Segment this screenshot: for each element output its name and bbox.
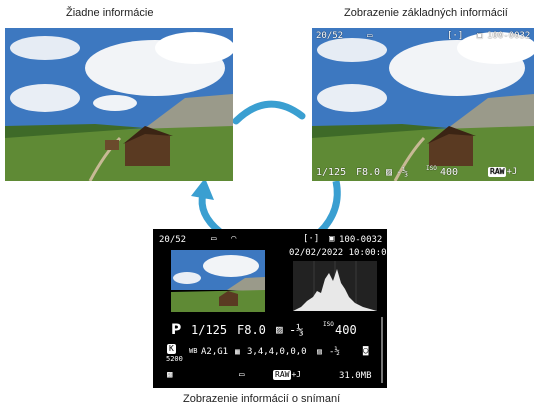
wb-shift-icon: WB bbox=[189, 347, 198, 355]
date-time: 02/02/2022 10:00:00 bbox=[289, 248, 392, 258]
frame-counter: 20/52 bbox=[159, 235, 187, 245]
aperture-value: F8.0 bbox=[356, 167, 381, 178]
color-temp: 5200 bbox=[166, 355, 183, 363]
shutter-speed: 1/125 bbox=[316, 167, 347, 178]
wifi-icon: ◠ bbox=[231, 234, 237, 244]
raw-jpeg-icon: RAW+J bbox=[273, 370, 302, 380]
arc-right-arrow bbox=[317, 180, 341, 235]
drive-icon: ▭ bbox=[239, 370, 245, 380]
iso-icon: ISO bbox=[426, 165, 437, 172]
wb-shift: A2,G1 bbox=[201, 347, 229, 357]
iso-value: 400 bbox=[440, 167, 459, 178]
wb-badge: K bbox=[167, 344, 176, 354]
flash-comp: -½ bbox=[329, 347, 340, 357]
picture-style: 3,4,4,0,0,0 bbox=[247, 347, 307, 357]
arc-top-arrow bbox=[232, 100, 306, 125]
file-size: 31.0MB bbox=[339, 371, 372, 381]
iso-icon: ISO bbox=[323, 321, 334, 328]
folder-file-number: 100-0032 bbox=[487, 31, 531, 41]
iso-value: 400 bbox=[335, 323, 357, 337]
shutter-speed: 1/125 bbox=[191, 323, 228, 337]
landscape-image bbox=[312, 28, 534, 181]
exposure-comp-value: -⅓ bbox=[289, 323, 304, 337]
landscape-image bbox=[5, 28, 233, 181]
photo-basic-info: 20/52 ▭ [·] ▣ 100-0032 1/125 F8.0 ▨ -⅓ I… bbox=[312, 28, 534, 181]
exposure-comp-icon: ▨ bbox=[386, 167, 393, 178]
exposure-comp-value: -⅓ bbox=[396, 167, 409, 178]
flash-comp-icon: ▨ bbox=[317, 347, 322, 356]
shooting-mode: P bbox=[171, 322, 182, 338]
picture-style-icon: ▦ bbox=[235, 347, 240, 356]
card-icon: ▣ bbox=[477, 31, 483, 41]
battery-icon: ▭ bbox=[211, 234, 217, 244]
exposure-comp-icon: ▨ bbox=[276, 323, 283, 336]
image-quality-icon: ▩ bbox=[167, 370, 173, 380]
arc-left-arrow bbox=[198, 193, 223, 235]
caption-no-info: Žiadne informácie bbox=[66, 7, 154, 19]
caption-shooting-info: Zobrazenie informácií o snímaní bbox=[183, 393, 341, 405]
af-point-icon: [·] bbox=[303, 234, 320, 244]
card-icon: ▣ bbox=[329, 234, 335, 244]
shooting-info-screen: 20/52 ▭ ◠ [·] ▣ 100-0032 02/02/2022 10:0… bbox=[153, 229, 392, 388]
histogram-icon bbox=[293, 261, 377, 311]
metering-icon: ◙ bbox=[363, 346, 369, 356]
thumbnail-image bbox=[171, 250, 265, 312]
photo-no-info bbox=[5, 28, 233, 181]
af-point-icon: [·] bbox=[447, 31, 464, 41]
folder-file-number: 100-0032 bbox=[339, 235, 383, 245]
raw-jpeg-icon: RAW+J bbox=[488, 167, 518, 177]
battery-icon: ▭ bbox=[367, 31, 373, 41]
scrollbar bbox=[381, 317, 383, 383]
arrow-head-icon bbox=[191, 178, 214, 200]
aperture-value: F8.0 bbox=[237, 323, 266, 337]
caption-basic-info: Zobrazenie základných informácií bbox=[344, 7, 508, 19]
frame-counter: 20/52 bbox=[316, 31, 344, 41]
